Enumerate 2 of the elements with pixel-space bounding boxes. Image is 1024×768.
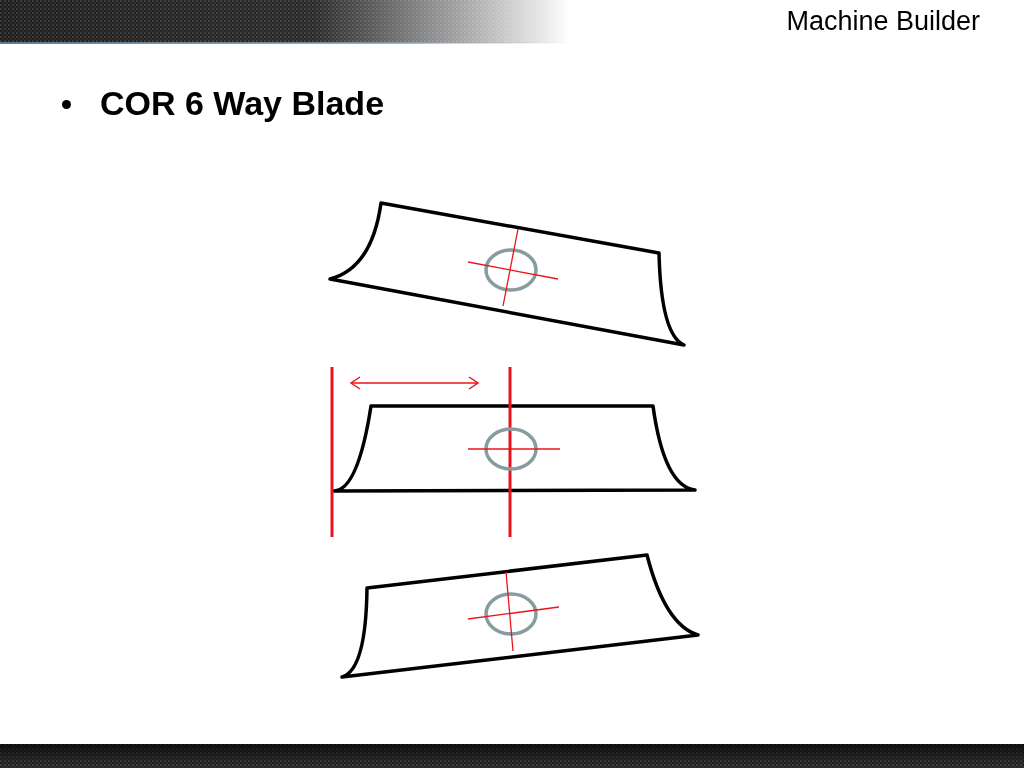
slide-title: COR 6 Way Blade [100,84,385,124]
section-label: Machine Builder [786,6,980,38]
